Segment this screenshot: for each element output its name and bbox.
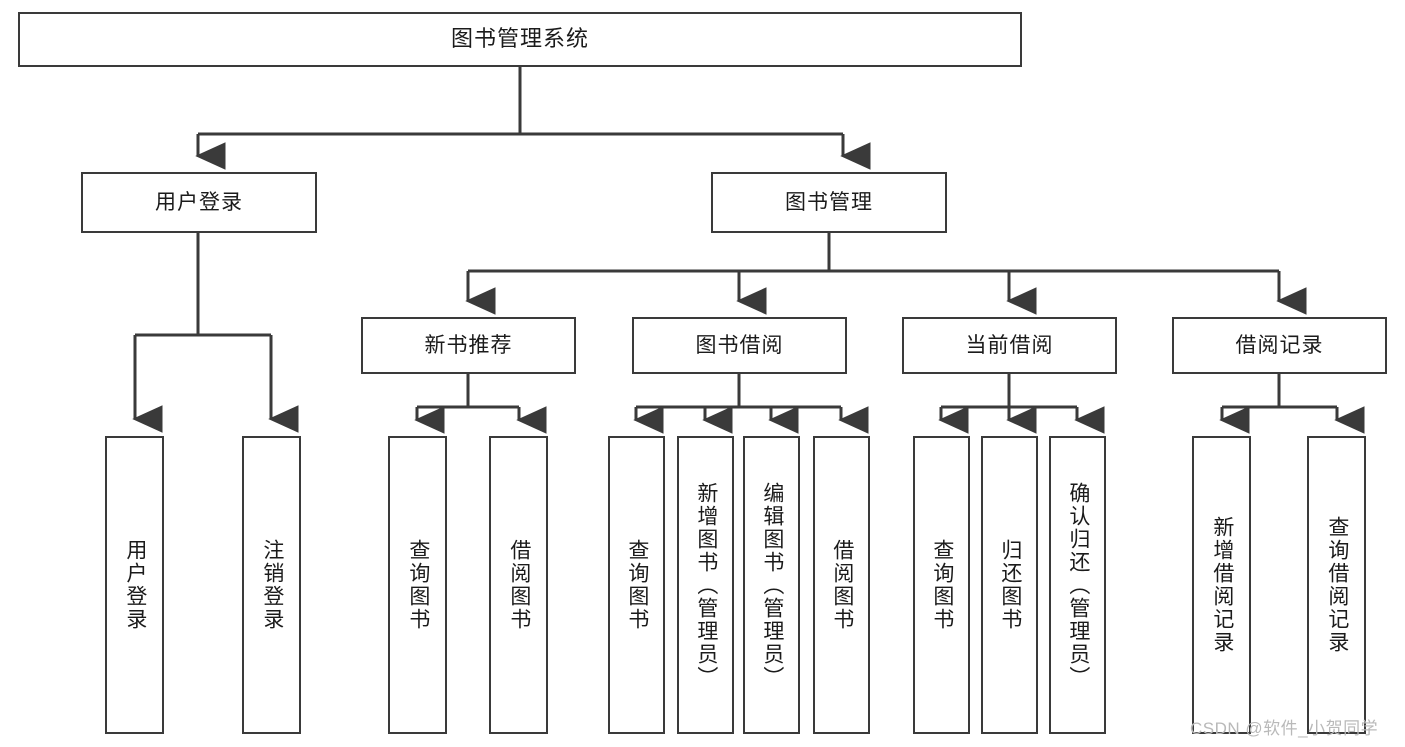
leaf-query-book-borrow-label: 查询图书 <box>625 539 649 631</box>
node-borrow-record-label: 借阅记录 <box>1235 333 1324 357</box>
node-book-manage-label: 图书管理 <box>785 190 873 214</box>
leaf-query-book-current-label: 查询图书 <box>930 539 954 631</box>
node-book-borrow[interactable]: 图书借阅 <box>632 317 847 374</box>
leaf-add-book-admin-label: 新增图书（管理员） <box>694 481 718 689</box>
leaf-query-book-rec[interactable]: 查询图书 <box>388 436 447 734</box>
leaf-borrow-book[interactable]: 借阅图书 <box>813 436 870 734</box>
node-root[interactable]: 图书管理系统 <box>18 12 1022 67</box>
leaf-return-book-label: 归还图书 <box>998 539 1022 631</box>
leaf-edit-book-admin[interactable]: 编辑图书（管理员） <box>743 436 800 734</box>
leaf-borrow-book-label: 借阅图书 <box>830 539 854 631</box>
node-current-borrow-label: 当前借阅 <box>965 333 1054 357</box>
leaf-confirm-return-admin-label: 确认归还（管理员） <box>1066 481 1090 689</box>
leaf-borrow-book-rec[interactable]: 借阅图书 <box>489 436 548 734</box>
node-new-book-rec[interactable]: 新书推荐 <box>361 317 576 374</box>
leaf-edit-book-admin-label: 编辑图书（管理员） <box>760 481 784 689</box>
node-root-label: 图书管理系统 <box>450 26 589 52</box>
leaf-logout-label: 注销登录 <box>260 539 284 631</box>
leaf-query-borrow-record[interactable]: 查询借阅记录 <box>1307 436 1366 734</box>
node-book-borrow-label: 图书借阅 <box>695 333 784 357</box>
watermark-text: CSDN @软件_小贺同学 <box>1190 719 1379 738</box>
leaf-borrow-book-rec-label: 借阅图书 <box>507 539 531 631</box>
leaf-query-book-borrow[interactable]: 查询图书 <box>608 436 665 734</box>
node-user-login-label: 用户登录 <box>155 190 243 214</box>
leaf-return-book[interactable]: 归还图书 <box>981 436 1038 734</box>
node-new-book-rec-label: 新书推荐 <box>424 333 513 357</box>
leaf-user-login-label: 用户登录 <box>123 539 147 631</box>
leaf-user-login[interactable]: 用户登录 <box>105 436 164 734</box>
node-book-manage[interactable]: 图书管理 <box>711 172 947 233</box>
leaf-confirm-return-admin[interactable]: 确认归还（管理员） <box>1049 436 1106 734</box>
leaf-add-borrow-record-label: 新增借阅记录 <box>1210 516 1234 654</box>
node-borrow-record[interactable]: 借阅记录 <box>1172 317 1387 374</box>
leaf-query-book-current[interactable]: 查询图书 <box>913 436 970 734</box>
leaf-add-book-admin[interactable]: 新增图书（管理员） <box>677 436 734 734</box>
leaf-query-borrow-record-label: 查询借阅记录 <box>1325 516 1349 654</box>
leaf-logout[interactable]: 注销登录 <box>242 436 301 734</box>
leaf-add-borrow-record[interactable]: 新增借阅记录 <box>1192 436 1251 734</box>
node-current-borrow[interactable]: 当前借阅 <box>902 317 1117 374</box>
leaf-query-book-rec-label: 查询图书 <box>406 539 430 631</box>
node-user-login[interactable]: 用户登录 <box>81 172 317 233</box>
